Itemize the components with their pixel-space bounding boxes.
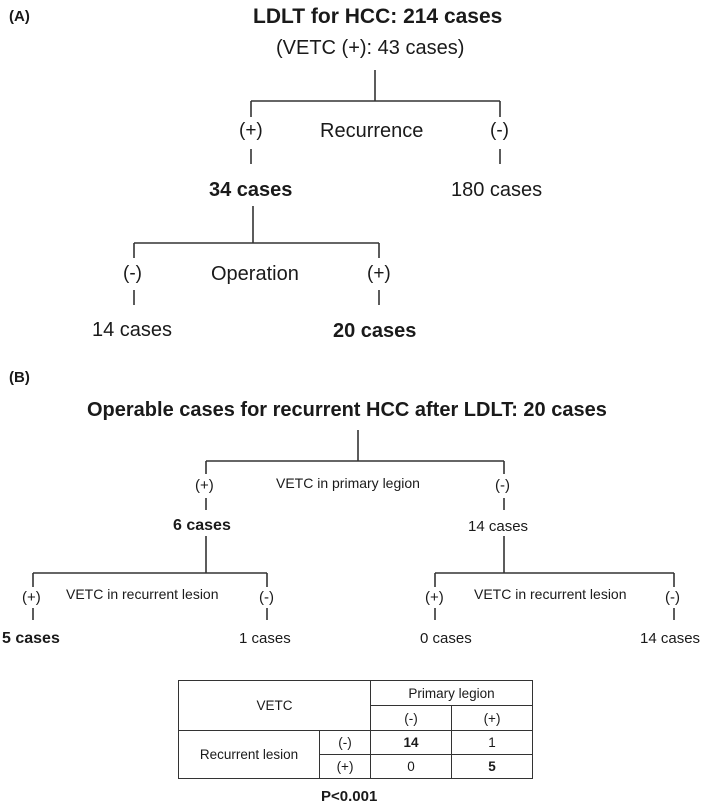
a-operation-positive-count: 20 cases bbox=[333, 320, 417, 342]
b-primary-negative: (-) bbox=[495, 477, 510, 494]
table-cell-neg-pos: 1 bbox=[451, 730, 533, 755]
panel-b-title: Operable cases for recurrent HCC after L… bbox=[87, 399, 607, 421]
table-row-group-label: Recurrent lesion bbox=[178, 730, 320, 779]
b-primary-positive-count: 6 cases bbox=[173, 517, 231, 534]
a-recurrence-negative: (-) bbox=[490, 120, 509, 141]
table-col-negative: (-) bbox=[370, 705, 452, 731]
b-recurrent-right-negative-count: 14 cases bbox=[640, 630, 701, 647]
b-recurrent-left-label: VETC in recurrent lesion bbox=[66, 586, 219, 602]
panel-a-label: (A) bbox=[9, 8, 30, 25]
a-recurrence-positive: (+) bbox=[239, 120, 263, 141]
a-operation-negative-count: 14 cases bbox=[92, 319, 173, 341]
b-recurrent-right-positive: (+) bbox=[425, 589, 444, 606]
panel-a-title: LDLT for HCC: 214 cases bbox=[253, 5, 503, 28]
b-primary-negative-count: 14 cases bbox=[468, 518, 529, 535]
b-primary-positive: (+) bbox=[195, 477, 214, 494]
table-cell-neg-neg: 14 bbox=[370, 730, 452, 755]
p-value: P<0.001 bbox=[321, 788, 378, 805]
table-cell-pos-neg: 0 bbox=[370, 754, 452, 779]
table-col-positive: (+) bbox=[451, 705, 533, 731]
b-recurrent-right-label: VETC in recurrent lesion bbox=[474, 586, 627, 602]
b-recurrent-left-positive-count: 5 cases bbox=[2, 630, 60, 647]
b-recurrent-right-positive-count: 0 cases bbox=[420, 630, 472, 647]
table-row-negative: (-) bbox=[319, 730, 371, 755]
table-col-group-label: Primary legion bbox=[370, 680, 533, 706]
b-recurrent-left-positive: (+) bbox=[22, 589, 41, 606]
table-cell-pos-pos: 5 bbox=[451, 754, 533, 779]
table-corner-label: VETC bbox=[178, 680, 371, 731]
b-primary-label: VETC in primary legion bbox=[276, 475, 420, 491]
vetc-contingency-table: VETC Primary legion (-) (+) Recurrent le… bbox=[178, 680, 533, 779]
a-recurrence-positive-count: 34 cases bbox=[209, 179, 293, 201]
a-operation-label: Operation bbox=[211, 263, 299, 285]
panel-a-subtitle: (VETC (+): 43 cases) bbox=[276, 37, 465, 59]
a-operation-positive: (+) bbox=[367, 263, 391, 284]
panel-b-label: (B) bbox=[9, 369, 30, 386]
b-recurrent-right-negative: (-) bbox=[665, 589, 680, 606]
table-row-positive: (+) bbox=[319, 754, 371, 779]
b-recurrent-left-negative-count: 1 cases bbox=[239, 630, 291, 647]
a-recurrence-label: Recurrence bbox=[320, 120, 424, 142]
a-operation-negative: (-) bbox=[123, 263, 142, 284]
b-recurrent-left-negative: (-) bbox=[259, 589, 274, 606]
a-recurrence-negative-count: 180 cases bbox=[451, 179, 543, 201]
